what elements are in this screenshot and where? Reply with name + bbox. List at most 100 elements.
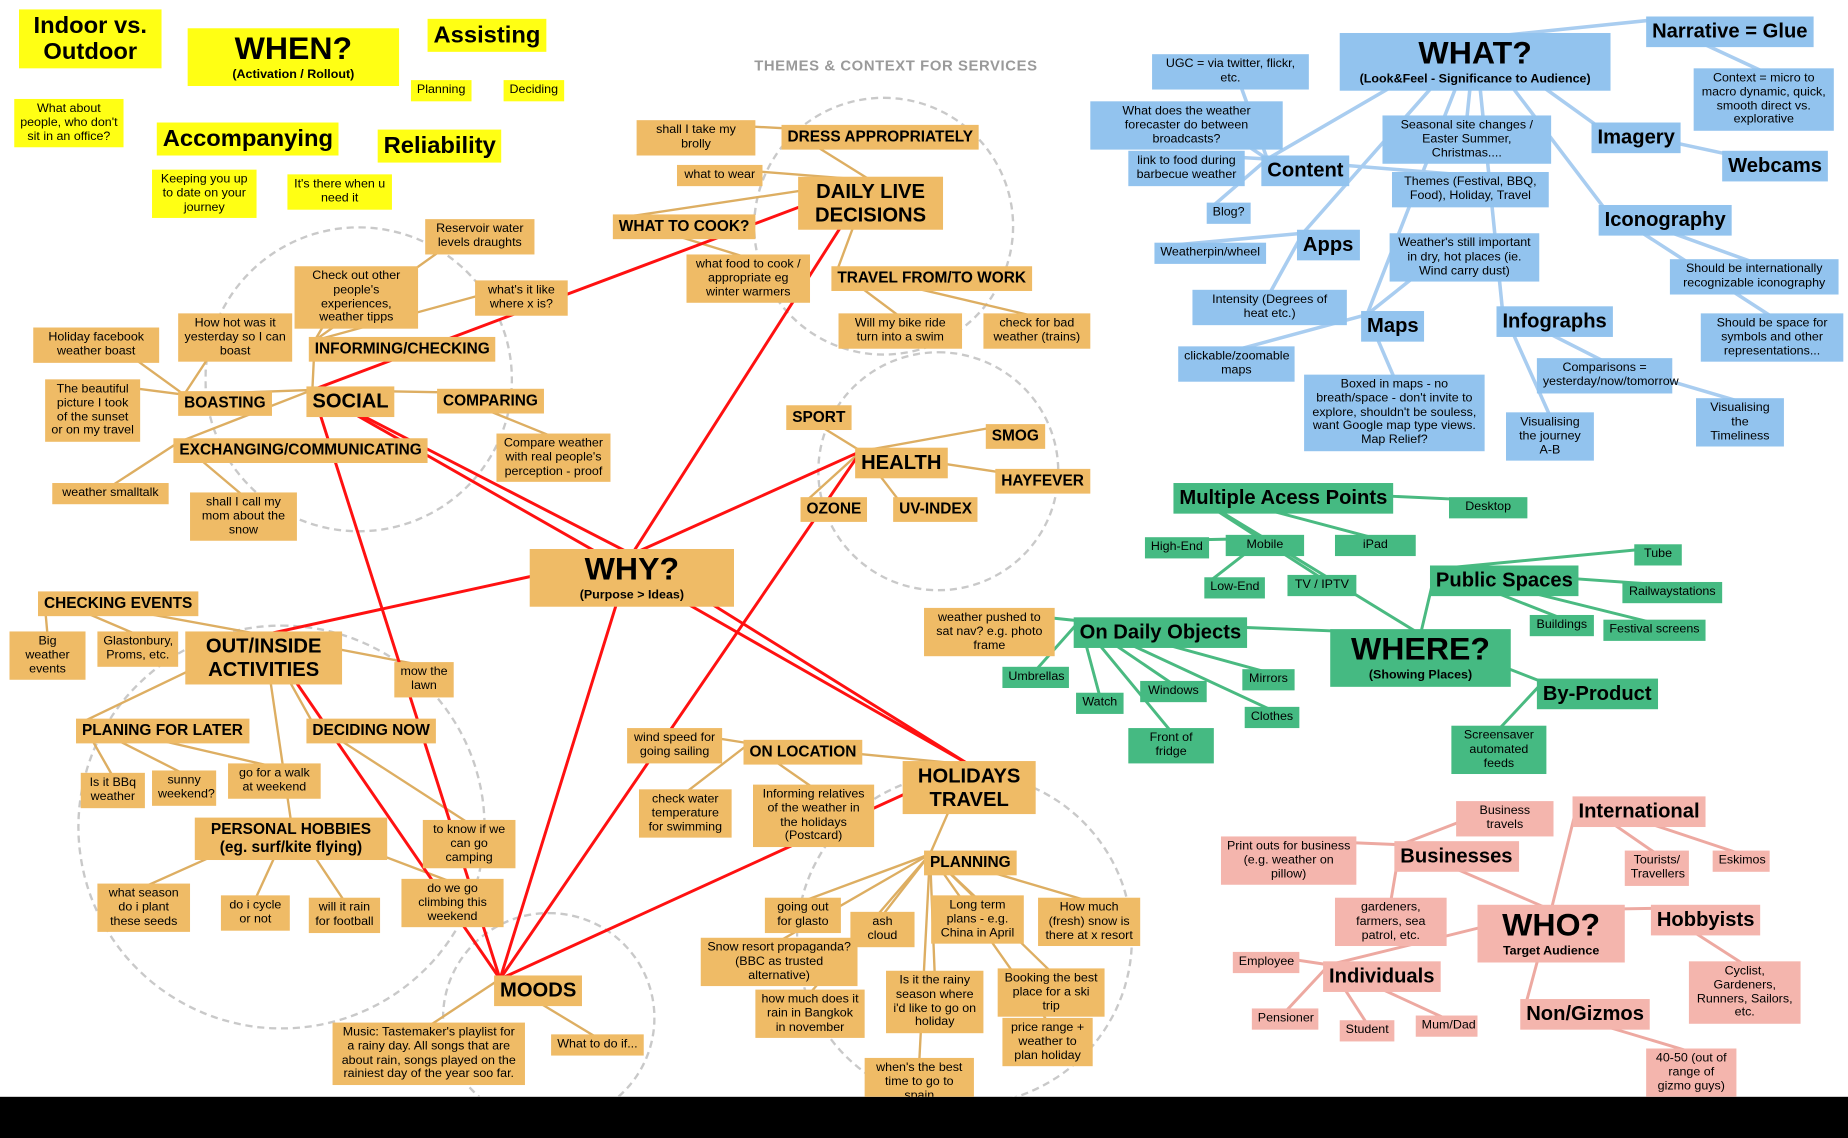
node-rainy-season[interactable]: Is it the rainy season where i'd like to… [886,970,984,1034]
node-accompanying[interactable]: Accompanying [156,122,339,156]
node-eskimos[interactable]: Eskimos [1712,850,1770,872]
node-multiple-access[interactable]: Multiple Acess Points [1173,483,1394,514]
node-tastemaker[interactable]: Music: Tastemaker's playlist for a rainy… [332,1022,525,1086]
node-gardeners[interactable]: gardeners, farmers, sea patrol, etc. [1334,897,1447,947]
node-there-when-need[interactable]: It's there when u need it [287,174,392,210]
node-social[interactable]: SOCIAL [306,386,395,417]
node-infographs[interactable]: Infographs [1496,306,1613,337]
node-planning-h[interactable]: PLANNING [924,850,1017,876]
node-keeping-up[interactable]: Keeping you up to date on your journey [152,169,257,219]
node-glastonbury[interactable]: Glastonbury, Proms, etc. [97,631,179,667]
node-mum-dad[interactable]: Mum/Dad [1415,1015,1478,1037]
node-umbrellas[interactable]: Umbrellas [1002,666,1069,688]
node-high-end[interactable]: High-End [1144,537,1209,559]
node-employee[interactable]: Employee [1232,951,1300,973]
node-link-food-bbq[interactable]: link to food during barbecue weather [1128,150,1245,186]
node-tube[interactable]: Tube [1634,544,1682,566]
node-ozone[interactable]: OZONE [800,497,868,522]
node-check-bad-weather[interactable]: check for bad weather (trains) [983,313,1091,349]
node-ipad[interactable]: iPad [1334,534,1416,556]
node-deciding-now[interactable]: DECIDING NOW [306,718,436,744]
node-businesses[interactable]: Businesses [1394,841,1519,872]
node-who-hub[interactable]: WHO?Target Audience [1477,904,1625,963]
node-price-range[interactable]: price range + weather to plan holiday [1002,1017,1093,1067]
node-planning-y[interactable]: Planning [410,80,472,102]
node-non-gizmos[interactable]: Non/Gizmos [1520,999,1650,1030]
node-how-hot-yesterday[interactable]: How hot was it yesterday so I can boast [178,313,293,362]
node-go-walk[interactable]: go for a walk at weekend [228,763,321,799]
node-snow-propaganda[interactable]: Snow resort propaganda? (BBC as trusted … [700,937,858,987]
node-comparing[interactable]: COMPARING [437,388,544,414]
node-assisting[interactable]: Assisting [427,18,547,52]
node-clothes[interactable]: Clothes [1244,706,1300,728]
node-themes-festival[interactable]: Themes (Festival, BBQ, Food), Holiday, T… [1391,172,1549,207]
node-student[interactable]: Student [1339,1020,1395,1042]
node-is-it-bbq[interactable]: Is it BBq weather [80,772,145,808]
node-sat-nav[interactable]: weather pushed to sat nav? e.g. photo fr… [924,607,1055,657]
node-public-spaces[interactable]: Public Spaces [1429,565,1579,596]
node-check-water[interactable]: check water temperature for swimming [638,789,732,838]
node-smog[interactable]: SMOG [985,424,1045,449]
node-out-inside[interactable]: OUT/INSIDE ACTIVITIES [185,631,343,685]
node-forecaster-broadcasts[interactable]: What does the weather forecaster do betw… [1090,101,1283,150]
node-holidays-travel[interactable]: HOLIDAYS TRAVEL [902,761,1036,815]
node-forty-fifty[interactable]: 40-50 (out of range of gizmo guys) [1646,1048,1737,1097]
node-travel-work[interactable]: TRAVEL FROM/TO WORK [831,266,1032,291]
node-windows[interactable]: Windows [1140,680,1207,702]
node-health[interactable]: HEALTH [855,447,948,478]
node-ash-cloud[interactable]: ash cloud [850,911,915,947]
node-mow-lawn[interactable]: mow the lawn [394,662,454,697]
node-rain-football[interactable]: will it rain for football [308,897,381,933]
node-fresh-snow[interactable]: How much (fresh) snow is there at x reso… [1038,897,1141,947]
node-exchanging[interactable]: EXCHANGING/COMMUNICATING [173,438,428,463]
node-brolly[interactable]: shall I take my brolly [636,120,756,155]
node-dress[interactable]: DRESS APPROPRIATELY [781,124,979,150]
node-bike-swim[interactable]: Will my bike ride turn into a swim [838,313,963,349]
node-festival-screens[interactable]: Festival screens [1603,619,1706,641]
node-what-season[interactable]: what season do i plant these seeds [97,883,191,933]
node-moods[interactable]: MOODS [494,975,583,1006]
node-cycle-or-not[interactable]: do i cycle or not [220,895,290,931]
node-ugc[interactable]: UGC = via twitter, flickr, etc. [1152,54,1309,89]
node-seasonal-site[interactable]: Seasonal site changes / Easter Summer, C… [1382,115,1552,165]
node-check-out-others[interactable]: Check out other people's experiences, we… [294,266,419,329]
node-intensity[interactable]: Intensity (Degrees of heat etc.) [1192,289,1347,325]
node-screensaver[interactable]: Screensaver automated feeds [1451,725,1547,775]
node-pensioner[interactable]: Pensioner [1251,1008,1319,1030]
node-what-to-wear[interactable]: what to wear [676,164,763,186]
node-call-mom[interactable]: shall I call my mom about the snow [190,492,297,542]
node-know-camping[interactable]: to know if we can go camping [422,819,516,869]
node-content[interactable]: Content [1261,155,1350,186]
node-individuals[interactable]: Individuals [1323,961,1441,992]
node-booking-ski[interactable]: Booking the best place for a ski trip [997,968,1105,1017]
node-blog[interactable]: Blog? [1206,202,1251,224]
node-tv-iptv[interactable]: TV / IPTV [1287,574,1357,596]
node-beautiful-picture[interactable]: The beautiful picture I took of the suns… [45,379,141,442]
node-watch[interactable]: Watch [1076,692,1124,714]
node-by-product[interactable]: By-Product [1536,678,1658,709]
node-why[interactable]: WHY?(Purpose > Ideas) [529,548,734,607]
node-on-location[interactable]: ON LOCATION [743,739,863,765]
node-apps[interactable]: Apps [1296,229,1360,260]
node-low-end[interactable]: Low-End [1204,577,1266,599]
node-imagery[interactable]: Imagery [1591,122,1681,153]
node-maps[interactable]: Maps [1361,311,1425,342]
node-sport[interactable]: SPORT [786,405,852,430]
node-symbols-space[interactable]: Should be space for symbols and other re… [1700,313,1844,362]
node-boasting[interactable]: BOASTING [178,391,272,416]
node-reliability[interactable]: Reliability [377,129,502,163]
node-hayfever[interactable]: HAYFEVER [995,468,1090,494]
node-wind-speed[interactable]: wind speed for going sailing [627,728,723,763]
node-front-of-fridge[interactable]: Front of fridge [1128,728,1214,763]
node-context-micro[interactable]: Context = micro to macro dynamic, quick,… [1693,68,1834,131]
node-what-food[interactable]: what food to cook / appropriate eg winte… [686,254,811,304]
node-intl-iconography[interactable]: Should be internationally recognizable i… [1669,259,1839,294]
node-reservoir[interactable]: Reservoir water levels draughts [425,219,535,254]
node-daily-live[interactable]: DAILY LIVE DECISIONS [798,176,944,230]
node-weatherpin[interactable]: Weatherpin/wheel [1154,242,1266,264]
node-personal-hobbies[interactable]: PERSONAL HOBBIES (eg. surf/kite flying) [194,817,388,860]
node-long-term-plans[interactable]: Long term plans - e.g. China in April [931,895,1024,944]
node-iconography[interactable]: Iconography [1598,204,1732,236]
node-mirrors[interactable]: Mirrors [1242,669,1295,691]
node-compare-weather[interactable]: Compare weather with real people's perce… [496,433,611,483]
